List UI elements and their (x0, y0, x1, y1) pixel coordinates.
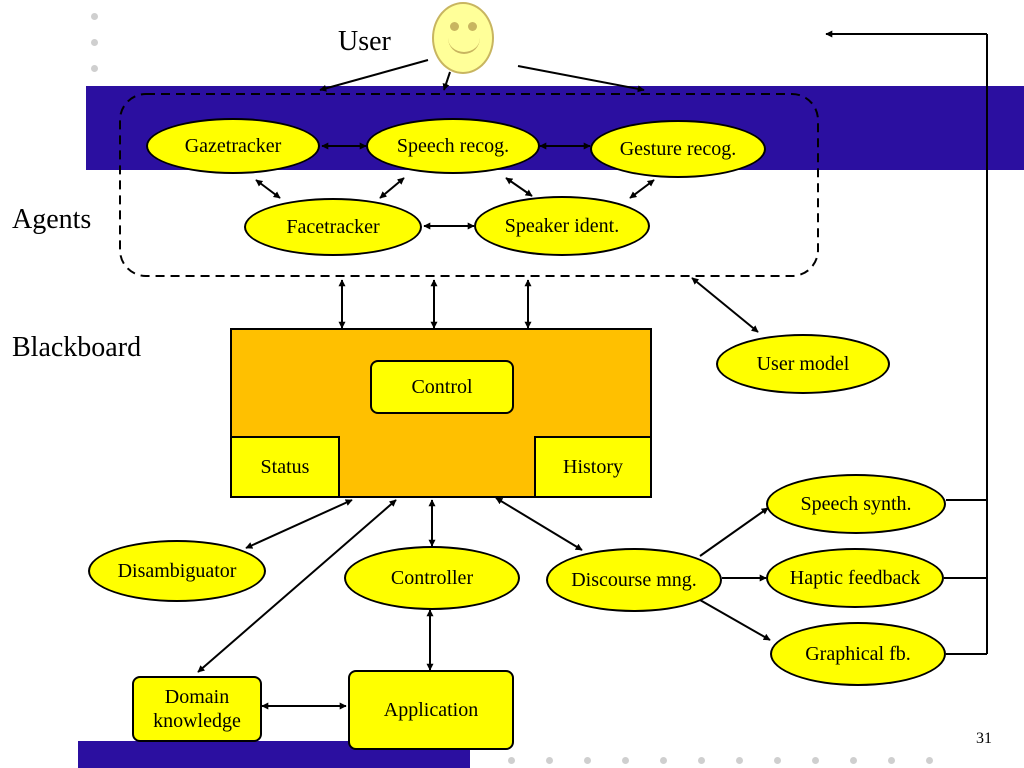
speech-synth-node: Speech synth. (766, 474, 946, 534)
controller-node: Controller (344, 546, 520, 610)
decorative-dot (850, 757, 857, 764)
decorative-dot (926, 757, 933, 764)
arrow-bb-domain (197, 499, 397, 673)
decorative-dot (508, 757, 515, 764)
control-box: Control (370, 360, 514, 414)
decorative-dot (546, 757, 553, 764)
speaker-ident-node: Speaker ident. (474, 196, 650, 256)
decorative-dot (584, 757, 591, 764)
facetracker-node: Facetracker (244, 198, 422, 256)
discourse-mng-node: Discourse mng. (546, 548, 722, 612)
domain-knowledge-box: Domain knowledge (132, 676, 262, 742)
user-face-icon (432, 2, 494, 74)
status-box: Status (230, 436, 340, 498)
gesture-recog-node: Gesture recog. (590, 120, 766, 178)
application-box: Application (348, 670, 514, 750)
arrow-user-speech (442, 71, 451, 91)
decorative-dot (91, 39, 98, 46)
speech-recog-node: Speech recog. (366, 118, 540, 174)
user-model-node: User model (716, 334, 890, 394)
decorative-dot (812, 757, 819, 764)
graphical-fb-node: Graphical fb. (770, 622, 946, 686)
arrow-user-gesture (517, 65, 645, 93)
history-box: History (534, 436, 652, 498)
arrow-discourse-graphical (699, 599, 771, 641)
decorative-dot (888, 757, 895, 764)
agents-label: Agents (12, 204, 92, 235)
face-mouth (448, 36, 480, 54)
arrow-speech-face (379, 177, 405, 199)
decorative-dot (622, 757, 629, 764)
decorative-dot (774, 757, 781, 764)
arrow-bb-disambiguator (245, 499, 353, 549)
decorative-dot (698, 757, 705, 764)
arrow-gaze-face (255, 179, 281, 199)
decorative-dot (91, 65, 98, 72)
user-label: User (338, 26, 391, 57)
haptic-feedback-node: Haptic feedback (766, 548, 944, 608)
arrow-bb-discourse (495, 497, 583, 551)
blackboard-label: Blackboard (12, 332, 142, 363)
page-number: 31 (976, 730, 992, 747)
decorative-dot (91, 13, 98, 20)
gazetracker-node: Gazetracker (146, 118, 320, 174)
decorative-dot (736, 757, 743, 764)
face-left-eye (450, 22, 459, 31)
arrow-agents-usermodel (691, 277, 759, 333)
disambiguator-node: Disambiguator (88, 540, 266, 602)
decorative-dot (660, 757, 667, 764)
agents-group-boundary (119, 93, 819, 277)
arrow-speech-speaker (505, 177, 533, 197)
arrow-discourse-speechsynth (699, 507, 769, 557)
face-right-eye (468, 22, 477, 31)
arrow-gesture-speaker (629, 179, 655, 199)
arrow-user-gazetracker (319, 59, 429, 92)
